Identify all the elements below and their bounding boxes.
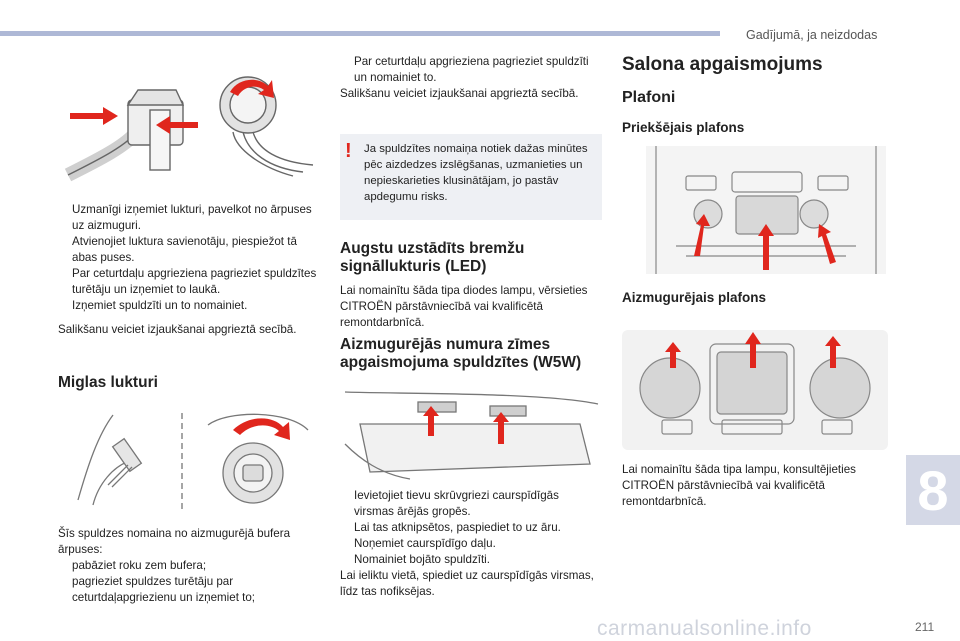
chapter-tab: 8 [906,455,960,525]
list-item: Atvienojiet luktura savienotāju, piespie… [58,234,320,266]
col1-bullets: Uzmanīgi izņemiet lukturi, pavelkot no ā… [58,202,320,314]
lamp-holder-illustration [64,76,314,182]
list-item: pabāziet roku zem bufera; [58,558,320,574]
plate-lamp-heading: Aizmugurējās numura zīmes apgaismojuma s… [340,336,582,371]
front-plafond-illustration [646,146,886,274]
rear-lamp-heading: Aizmugurējais plafons [622,290,767,305]
plate-bullets: Ievietojiet tievu skrūvgriezi caurspīdīg… [340,488,602,600]
figure-plate-lamp [340,384,602,480]
fog-lamp-illustration [77,413,309,513]
arrow-up-icon [665,342,681,368]
rear-plafond-illustration [622,330,888,450]
chapter-number: 8 [917,458,949,522]
bullet-icon [58,234,72,266]
bullet-icon [340,552,354,568]
chapter-title: Gadījumā, ja neizdodas [746,28,878,42]
list-item: Par ceturtdaļu apgrieziena pagrieziet sp… [58,266,320,298]
figure-lamp-holder [58,50,320,190]
arrow-up-icon [825,336,841,368]
col2-reassembly: Salikšanu veiciet izjaukšanai apgrieztā … [340,87,579,100]
rotate-arrow-icon [230,79,274,98]
arrow-up-icon [493,412,509,444]
bullet-icon [340,536,354,552]
bullet-icon [340,520,354,536]
list-item: Ievietojiet tievu skrūvgriezi caurspīdīg… [340,488,602,520]
list-item: Noņemiet caurspīdīgo daļu. [340,536,602,552]
fog-bullets: pabāziet roku zem bufera; pagrieziet spu… [58,558,320,606]
bullet-icon [58,202,72,234]
list-item: Lai tas atknipsētos, paspiediet to uz ār… [340,520,602,536]
arrow-up-icon [423,406,439,436]
arrow-up-icon [694,214,710,256]
plate-lamp-illustration [344,391,599,480]
arrow-up-icon [818,224,836,264]
bullet-icon [58,266,72,298]
list-item: Uzmanīgi izņemiet lukturi, pavelkot no ā… [58,202,320,234]
figure-rear-plafond [622,330,888,450]
figure-fog-lamp [58,405,320,515]
fog-intro: Šīs spuldzes nomaina no aizmugurējā bufe… [58,527,291,556]
arrow-right-icon [70,107,118,125]
warning-box: ! Ja spuldzītes nomaiņa notiek dažas min… [340,134,602,220]
plate-reassembly: Lai ieliktu vietā, spiediet uz caurspīdī… [340,569,594,598]
watermark: carmanualsonline.info [597,617,812,640]
header-accent-bar [0,31,720,36]
col1-reassembly: Salikšanu veiciet izjaukšanai apgrieztā … [58,323,297,336]
rotate-arrow-icon [233,418,290,440]
bullet-icon [340,54,354,86]
list-item: Nomainiet bojāto spuldzīti. [340,552,602,568]
figure-front-plafond [646,146,886,274]
arrow-up-icon [745,332,761,368]
list-item: pagrieziet spuldzes turētāju par ceturtd… [58,574,320,606]
brake-light-heading: Augstu uzstādīts bremžu signāllukturis (… [340,240,525,275]
bullet-icon [58,574,72,606]
bullet-icon [58,298,72,314]
section-subtitle: Plafoni [622,89,676,106]
rear-lamp-text: Lai nomainītu šāda tipa lampu, konsultēj… [622,463,856,508]
section-title: Salona apgaismojums [622,54,823,75]
fog-lamps-heading: Miglas lukturi [58,374,158,391]
list-item: Par ceturtdaļu apgrieziena pagrieziet sp… [340,54,602,86]
warning-text: Ja spuldzītes nomaiņa notiek dažas minūt… [364,143,588,203]
arrow-left-icon [156,116,198,134]
warning-icon: ! [345,140,352,162]
list-item: Izņemiet spuldzīti un to nomainiet. [58,298,320,314]
bullet-icon [340,488,354,520]
brake-light-text: Lai nomainītu šāda tipa diodes lampu, vē… [340,284,588,329]
front-lamp-heading: Priekšējais plafons [622,120,745,135]
bullet-icon [58,558,72,574]
page-number: 211 [915,620,935,634]
col2-top: Par ceturtdaļu apgrieziena pagrieziet sp… [340,54,602,102]
arrow-up-icon [758,224,774,270]
